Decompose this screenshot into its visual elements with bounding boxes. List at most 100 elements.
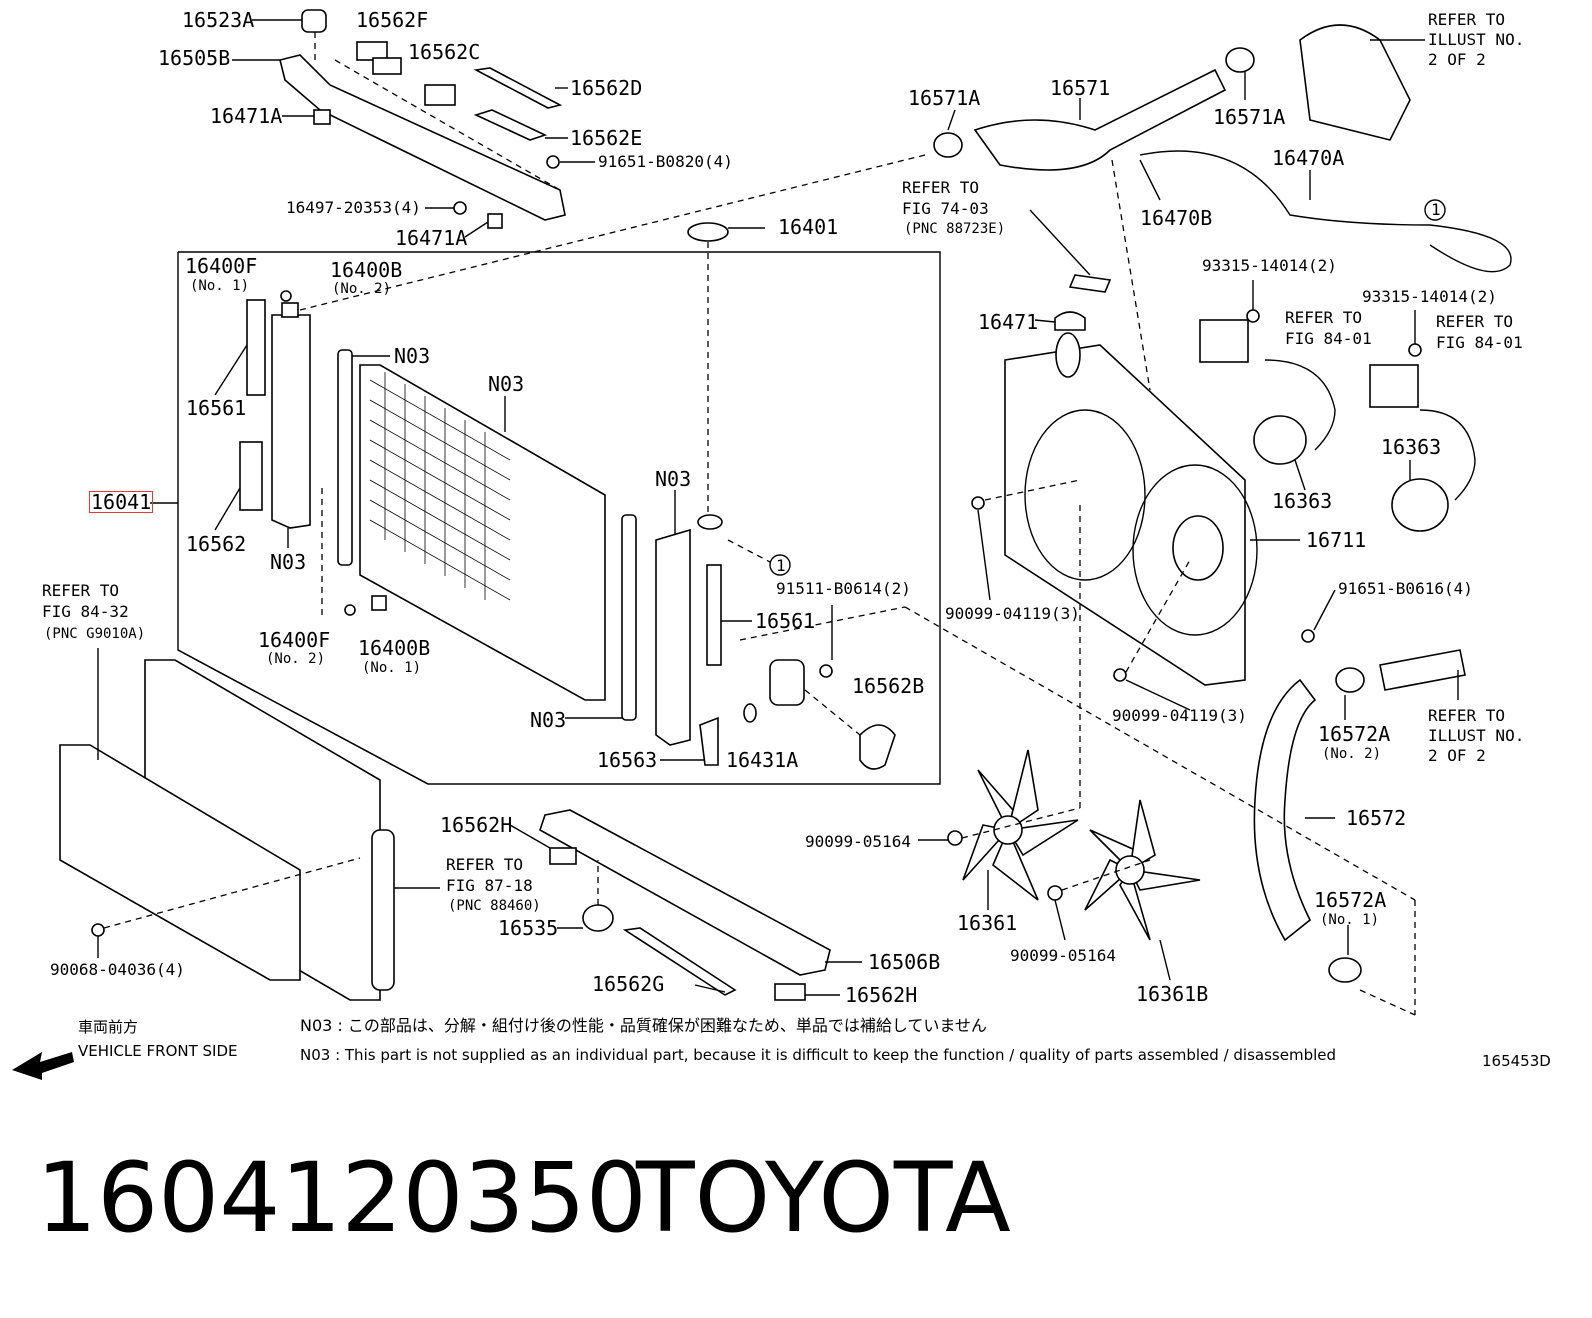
seal-16562d <box>473 67 563 109</box>
label-16400F-no2-sub: (No. 2) <box>266 651 326 667</box>
label-16401: 16401 <box>778 215 839 239</box>
label-90099-05164-a: 90099-05164 <box>805 832 911 851</box>
refer-74-03-line2: FIG 74-03 <box>902 199 989 218</box>
label-16562F: 16562F <box>356 8 429 32</box>
caution-label <box>1068 274 1112 293</box>
clamp-16572a-lower <box>1328 957 1362 983</box>
label-16363-a: 16363 <box>1272 489 1333 513</box>
label-16431A: 16431A <box>726 748 799 772</box>
radiator-outlet-hose <box>1253 678 1317 942</box>
label-90099-04119-b: 90099-04119(3) <box>1112 706 1247 725</box>
label-16471A-top: 16471A <box>210 104 283 128</box>
label-n03-right-gasket: N03 <box>530 708 567 732</box>
harness-1 <box>1264 359 1336 451</box>
refer-87-18-line3: (PNC 88460) <box>448 898 541 914</box>
nut-90099-05164-1 <box>947 830 963 846</box>
label-16572A-no2-sub: (No. 2) <box>1322 746 1382 762</box>
label-16400B-no1: 16400B <box>358 636 431 660</box>
refer-87-18-line1: REFER TO <box>446 855 524 874</box>
harness-2 <box>1419 409 1476 501</box>
refer-illust-1-line2: ILLUST NO. <box>1428 30 1525 49</box>
bolt-90068 <box>91 923 105 937</box>
bolt-91511 <box>819 664 833 678</box>
clip-16471a <box>313 109 331 125</box>
radiator-mount-cushion <box>301 9 327 33</box>
fan-resistor-1 <box>1199 319 1249 363</box>
label-16041-highlighted[interactable]: 16041 <box>88 490 154 514</box>
refer-illust-2-line3: 2 OF 2 <box>1428 746 1486 765</box>
fan-motor-16363-1 <box>1253 415 1307 465</box>
label-16471A-bottom: 16471A <box>395 226 468 250</box>
refer-84-01-b-line1: REFER TO <box>1436 312 1514 331</box>
front-side-en: VEHICLE FRONT SIDE <box>78 1042 238 1060</box>
fan-shroud <box>1004 344 1246 686</box>
upper-support-bracket <box>279 54 566 221</box>
circle-ref-1-b: 1 <box>1431 200 1441 219</box>
label-16363-b: 16363 <box>1381 435 1442 459</box>
label-16562E: 16562E <box>570 126 643 150</box>
label-91511-B0614: 91511-B0614(2) <box>776 579 911 598</box>
figure-id: 165453D <box>1482 1052 1551 1070</box>
seal-16562f <box>356 41 388 61</box>
label-16711: 16711 <box>1306 528 1367 552</box>
lower-support-bracket <box>539 809 831 976</box>
label-16572A-no2: 16572A <box>1318 722 1391 746</box>
water-outlet-housing <box>1299 24 1411 141</box>
label-93315-14014-b: 93315-14014(2) <box>1362 287 1497 306</box>
mount-cushion-16535 <box>582 904 614 932</box>
label-16535: 16535 <box>498 916 559 940</box>
clamp-16571a-right <box>1225 47 1255 73</box>
left-radiator-tank <box>271 314 311 529</box>
radiator-core-grid <box>369 372 511 601</box>
receiver-dryer <box>371 829 395 991</box>
label-16571: 16571 <box>1050 76 1111 100</box>
label-16563: 16563 <box>597 748 658 772</box>
label-90099-04119-a: 90099-04119(3) <box>945 604 1080 623</box>
bolt-16497 <box>453 201 467 215</box>
gasket-n03-right <box>621 514 637 721</box>
right-radiator-tank <box>655 528 691 746</box>
label-16562-left: 16562 <box>186 532 247 556</box>
gasket-n03-left <box>337 349 353 566</box>
o-ring-16431a <box>743 703 757 723</box>
label-16571A-right: 16571A <box>1213 105 1286 129</box>
refer-84-32-line2: FIG 84-32 <box>42 602 129 621</box>
clamp-16571a-left <box>933 132 963 158</box>
part-number: 1604120350 <box>36 1142 647 1254</box>
seal-16562h-lower <box>774 983 806 1001</box>
label-16400B-no2-sub: (No. 2) <box>332 281 392 297</box>
refer-illust-1-line3: 2 OF 2 <box>1428 50 1486 69</box>
label-16400F-no1-sub: (No. 1) <box>190 278 250 294</box>
radiator-cap <box>687 222 729 242</box>
refer-illust-1-line1: REFER TO <box>1428 10 1506 29</box>
n03-note-en: N03 : This part is not supplied as an in… <box>300 1046 1337 1064</box>
refer-84-01-a-line1: REFER TO <box>1285 308 1363 327</box>
seal-16562g <box>622 927 737 996</box>
brand-name: TOYOTA <box>636 1142 1011 1254</box>
fan-resistor-2 <box>1369 364 1419 408</box>
screw-90099-04119-upper <box>971 496 985 510</box>
label-n03-gasket: N03 <box>394 344 431 368</box>
label-16562H-upper: 16562H <box>440 813 513 837</box>
bolt-91651 <box>546 155 560 169</box>
radiator-inlet-hose <box>973 68 1227 171</box>
screw-90099-04119-lower <box>1113 668 1127 682</box>
screw-93315-1 <box>1246 309 1260 323</box>
circle-ref-1-a: 1 <box>776 556 786 575</box>
nut-90099-05164-2 <box>1047 885 1063 901</box>
label-16361: 16361 <box>957 911 1018 935</box>
refer-84-01-b-line2: FIG 84-01 <box>1436 333 1523 352</box>
label-16562G: 16562G <box>592 972 665 996</box>
fan-16361 <box>962 749 1079 901</box>
label-16361B: 16361B <box>1136 982 1209 1006</box>
clip-16471a-lower <box>487 213 503 229</box>
refer-74-03-line1: REFER TO <box>902 178 980 197</box>
refer-74-03-line3: (PNC 88723E) <box>904 221 1006 237</box>
refer-illust-2-line1: REFER TO <box>1428 706 1506 725</box>
label-16497-20353: 16497-20353(4) <box>286 198 421 217</box>
seal-16563 <box>699 716 719 766</box>
reserve-cap-16471 <box>1054 311 1086 331</box>
label-n03-core: N03 <box>488 372 525 396</box>
screw-93315-2 <box>1408 343 1422 357</box>
